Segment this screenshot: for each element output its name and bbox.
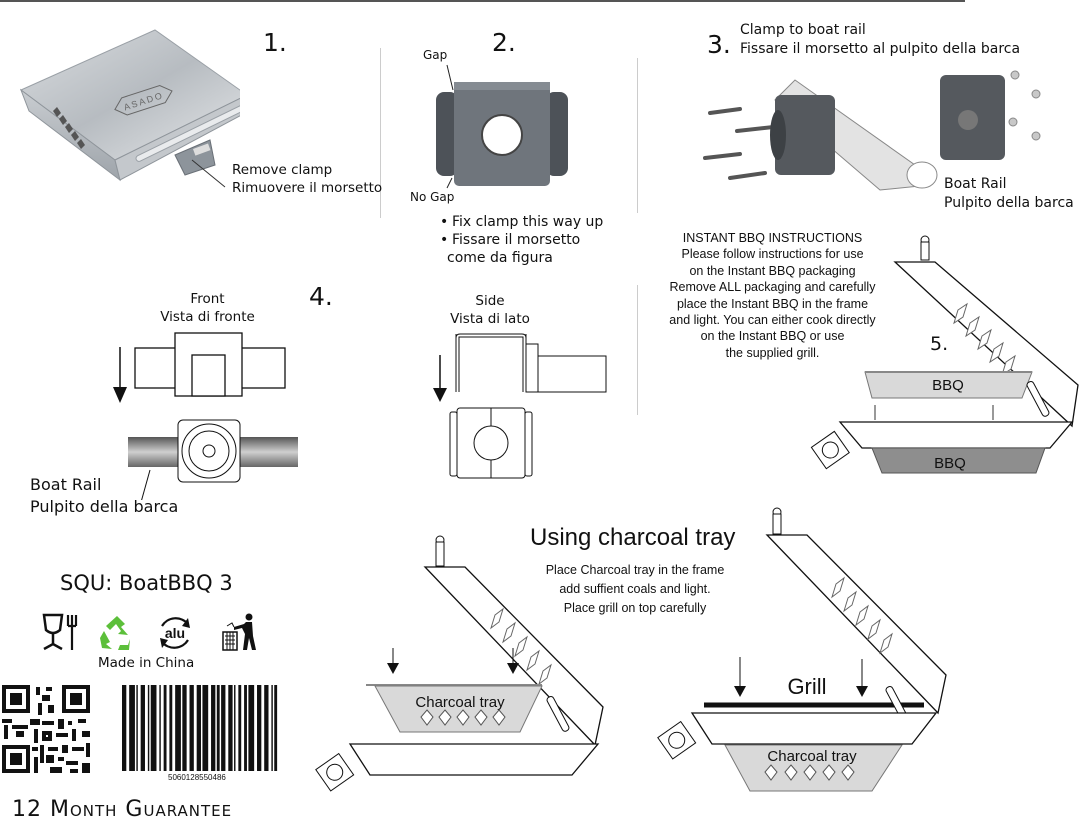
barcode-bar xyxy=(159,685,161,771)
alu-text: alu xyxy=(165,625,185,641)
bullet: Fix clamp this way up xyxy=(440,213,603,231)
food-safe-icon xyxy=(42,613,78,651)
bbq-tray-label-lower: BBQ xyxy=(934,455,966,472)
clamp-render xyxy=(436,64,568,189)
barcode-bar xyxy=(244,685,247,771)
charcoal-tray-diagram: Charcoal tray xyxy=(315,535,604,792)
divider xyxy=(380,48,381,218)
barcode-bar xyxy=(248,685,255,771)
side-view-diagram xyxy=(433,333,607,479)
bbq-product-photo: ASADO xyxy=(19,29,240,182)
step-number: 4. xyxy=(309,282,333,311)
step-number: 2. xyxy=(492,28,516,57)
step-number: 3. xyxy=(707,30,731,59)
divider xyxy=(637,285,638,415)
instant-bbq-diagram: BBQ BBQ xyxy=(810,235,1079,474)
instruction-line: and light. You can either cook directly xyxy=(669,313,876,328)
charcoal-instruction: Place Charcoal tray in the frame xyxy=(545,563,725,577)
step-3-title-it: Fissare il morsetto al pulpito della bar… xyxy=(740,41,1021,57)
barcode-bar xyxy=(140,685,145,771)
side-label-it: Vista di lato xyxy=(450,311,530,327)
barcode-bar xyxy=(189,685,194,771)
instructions-heading: INSTANT BBQ INSTRUCTIONS xyxy=(682,231,863,245)
barcode-bar xyxy=(129,685,135,771)
qr-code[interactable] xyxy=(2,685,92,775)
pointer-line xyxy=(191,159,226,188)
charcoal-tray-label: Charcoal tray xyxy=(767,748,857,765)
instruction-line: place the Instant BBQ in the frame xyxy=(676,296,869,311)
divider xyxy=(637,58,638,213)
instruction-line: Remove ALL packaging and carefully xyxy=(669,280,876,295)
step-number: 1. xyxy=(263,28,287,57)
instruction-line: on the Instant BBQ packaging xyxy=(689,263,856,278)
instruction-line: Please follow instructions for use xyxy=(681,247,864,262)
rail-label-en: Boat Rail xyxy=(944,176,1007,192)
caption-en: Remove clamp xyxy=(232,162,333,178)
barcode-bar xyxy=(147,685,150,771)
bullet: Fissare il morsetto xyxy=(440,231,603,249)
bullet-cont: come da figura xyxy=(447,250,553,266)
top-rule xyxy=(0,0,965,2)
rail-label-it: Pulpito della barca xyxy=(944,195,1074,211)
barcode-bar xyxy=(175,685,181,771)
barcode-bar xyxy=(169,685,173,771)
step-2-instructions: Fix clamp this way up Fissare il morsett… xyxy=(440,213,603,267)
caption-it: Rimuovere il morsetto xyxy=(232,180,383,196)
barcode-bar xyxy=(234,685,236,771)
barcode-bar xyxy=(211,685,216,771)
barcode-bar xyxy=(228,685,233,771)
front-label-en: Front xyxy=(190,291,225,307)
charcoal-tray-label: Charcoal tray xyxy=(415,694,505,711)
sku-label: SQU: BoatBBQ 3 xyxy=(60,571,233,595)
front-view-diagram xyxy=(113,332,298,500)
recycle-icon xyxy=(100,616,130,650)
side-label-en: Side xyxy=(475,293,505,309)
charcoal-instruction: add suffient coals and light. xyxy=(559,582,711,596)
barcode-bar xyxy=(274,685,278,771)
instruction-line: the supplied grill. xyxy=(725,345,820,360)
charcoal-title: Using charcoal tray xyxy=(530,524,736,551)
rail-label-it: Pulpito della barca xyxy=(30,497,179,516)
step-3-title-en: Clamp to boat rail xyxy=(740,22,866,38)
barcode-bar xyxy=(264,685,269,771)
barcode xyxy=(122,685,278,771)
barcode-bar xyxy=(202,685,209,771)
barcode-bar xyxy=(136,685,138,771)
made-in-label: Made in China xyxy=(98,655,195,671)
alu-recycle-icon: alu xyxy=(160,617,190,649)
barcode-number: 5060128550486 xyxy=(168,773,226,782)
barcode-bar xyxy=(163,685,167,771)
tidyman-icon xyxy=(222,613,256,651)
grill-label: Grill xyxy=(787,674,826,699)
barcode-bar xyxy=(122,685,127,771)
front-label-it: Vista di fronte xyxy=(160,309,255,325)
grill-diagram: Grill Charcoal tray xyxy=(657,507,947,792)
barcode-bar xyxy=(150,685,157,771)
barcode-bar xyxy=(257,685,262,771)
certification-icons: alu xyxy=(40,612,270,654)
barcode-bar xyxy=(221,685,226,771)
barcode-bar xyxy=(182,685,187,771)
barcode-bar xyxy=(196,685,201,771)
gap-label: Gap xyxy=(423,48,448,62)
no-gap-label: No Gap xyxy=(410,190,455,204)
instruction-line: on the Instant BBQ or use xyxy=(700,329,845,344)
charcoal-instruction: Place grill on top carefully xyxy=(563,601,707,615)
instant-bbq-instructions: INSTANT BBQ INSTRUCTIONS Please follow i… xyxy=(650,230,895,361)
clamp-exploded-view xyxy=(703,70,1041,191)
barcode-bar xyxy=(271,685,273,771)
rail-label-en: Boat Rail xyxy=(30,475,102,494)
step-number: 5. xyxy=(930,333,949,355)
barcode-bar xyxy=(216,685,220,771)
guarantee-label: 12 Month Guarantee xyxy=(12,797,233,822)
bbq-tray-label: BBQ xyxy=(932,377,964,394)
barcode-bar xyxy=(238,685,242,771)
